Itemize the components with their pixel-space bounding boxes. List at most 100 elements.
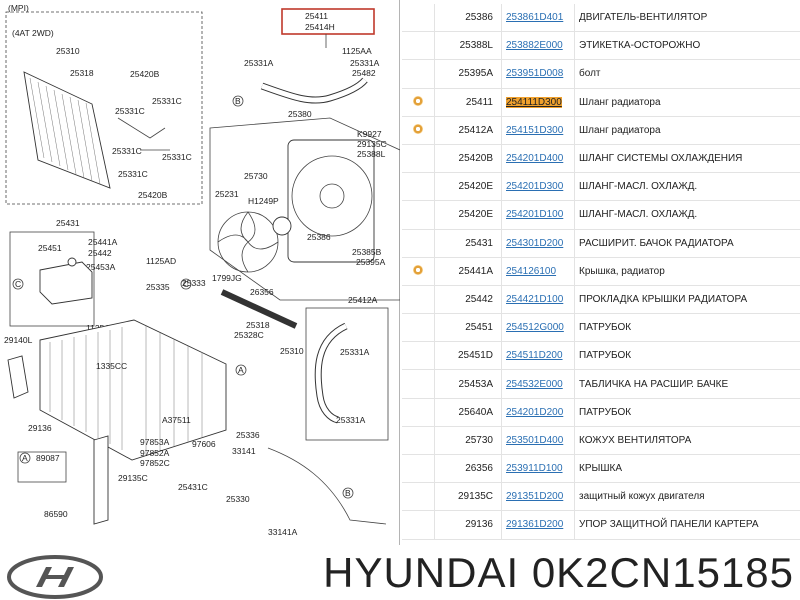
label-33141a: 33141A: [268, 527, 298, 537]
ref-b-bot: [342, 487, 354, 499]
part-code-link[interactable]: 253882E000: [506, 40, 563, 52]
part-number: 25441A: [434, 257, 502, 286]
label-25388l: 25388L: [357, 149, 386, 159]
part-description: ШЛАНГ-МАСЛ. ОХЛАЖД.: [574, 200, 800, 230]
gear-icon: [413, 95, 423, 106]
part-code-link[interactable]: 254111D300: [506, 96, 562, 108]
label-86590: 86590: [44, 509, 68, 519]
label-25380: 25380: [288, 109, 312, 119]
part-description: КОЖУХ ВЕНТИЛЯТОРА: [574, 426, 800, 456]
row-icon-cell: [402, 482, 435, 512]
row-icon-cell: [402, 426, 435, 456]
part-number: 25451D: [434, 341, 502, 371]
part-code-link[interactable]: 254201D300: [506, 181, 564, 193]
part-code-link[interactable]: 253911D100: [506, 463, 563, 475]
part-code-link[interactable]: 254126100: [506, 265, 557, 277]
ref-c-mid: [180, 278, 192, 290]
reservoir-tank: [39, 261, 93, 305]
label-25331c-b: 25331C: [152, 96, 182, 106]
part-code-link[interactable]: 254511D200: [506, 350, 563, 362]
label-25386: 25386: [307, 232, 331, 242]
part-number: 25411: [434, 88, 502, 117]
part-code-link[interactable]: 254532E000: [506, 378, 563, 390]
reservoir-cap: [67, 257, 77, 267]
label-25385b: 25385B: [352, 247, 382, 257]
label-25310-mid: 25310: [280, 346, 304, 356]
part-code-cell: 254511D200: [501, 341, 575, 371]
part-code-link[interactable]: 254301D200: [506, 237, 564, 249]
part-description: КРЫШКА: [574, 454, 800, 484]
part-code-link[interactable]: 291351D200: [506, 491, 564, 503]
label-33141: 33141: [232, 446, 256, 456]
label-97853a: 97853A: [140, 437, 170, 447]
part-code-cell: 254532E000: [501, 369, 575, 399]
row-icon-cell: [402, 369, 435, 399]
label-26356: 26356: [250, 287, 274, 297]
part-code-cell: 253911D100: [501, 454, 575, 484]
part-description: РАСШИРИТ. БАЧОК РАДИАТОРА: [574, 229, 800, 258]
part-code-link[interactable]: 253951D008: [506, 68, 564, 80]
label-25442: 25442: [88, 248, 112, 258]
hose-33141: [267, 447, 387, 525]
label-drive: (4AT 2WD): [12, 28, 54, 38]
part-number: 25730: [434, 426, 502, 456]
row-icon-cell: [402, 116, 435, 145]
guard-29135c: [93, 435, 109, 525]
part-code-link[interactable]: 254512G000: [506, 322, 564, 334]
part-code-link[interactable]: 254421D100: [506, 293, 564, 305]
radiator-main: [39, 319, 227, 461]
part-code-link[interactable]: 291361D200: [506, 519, 564, 531]
row-icon-cell: [402, 313, 435, 343]
part-number: 25420B: [434, 144, 502, 174]
part-code-link[interactable]: 254201D400: [506, 153, 564, 165]
label-25318-top: 25318: [70, 68, 94, 78]
part-code-cell: 291361D200: [501, 510, 575, 540]
label-25431c: 25431C: [178, 482, 208, 492]
label-97852c: 97852C: [140, 458, 170, 468]
part-code-cell: 254512G000: [501, 313, 575, 343]
label-ref-c-mid: C: [183, 279, 189, 289]
part-code-link[interactable]: 253861D401: [506, 12, 564, 24]
label-25310: 25310: [56, 46, 80, 56]
label-25336: 25336: [236, 430, 260, 440]
label-25453a: 25453A: [86, 262, 116, 272]
part-description: защитный кожух двигателя: [574, 482, 800, 512]
part-number: 29135C: [434, 482, 502, 512]
part-code-cell: 254201D400: [501, 144, 575, 174]
row-icon-cell: [402, 200, 435, 230]
part-code-link[interactable]: 253501D400: [506, 434, 564, 446]
row-icon-cell: [402, 341, 435, 371]
part-number: 25388L: [434, 31, 502, 61]
label-25331a-b: 25331A: [350, 58, 380, 68]
part-code-link[interactable]: 254151D300: [506, 124, 564, 136]
label-h1249p: H1249P: [248, 196, 279, 206]
oil-cooler-hoses: [117, 117, 170, 151]
part-description: ШЛАНГ СИСТЕМЫ ОХЛАЖДЕНИЯ: [574, 144, 800, 174]
label-1799jg: 1799JG: [212, 273, 242, 283]
part-code-cell: 253882E000: [501, 31, 575, 61]
part-code-link[interactable]: 254201D100: [506, 209, 564, 221]
part-code-link[interactable]: 254201D200: [506, 406, 564, 418]
part-description: УПОР ЗАЩИТНОЙ ПАНЕЛИ КАРТЕРА: [574, 510, 800, 540]
part-code-cell: 253501D400: [501, 426, 575, 456]
label-25414h: 25414H: [305, 22, 335, 32]
part-description: ПРОКЛАДКА КРЫШКИ РАДИАТОРА: [574, 285, 800, 315]
part-number: 25451: [434, 313, 502, 343]
label-25441a: 25441A: [88, 237, 118, 247]
label-25331c-a: 25331C: [115, 106, 145, 116]
label-25482: 25482: [352, 68, 376, 78]
top-cover-26356: [220, 289, 298, 329]
label-25420b-top: 25420B: [130, 69, 160, 79]
label-25412a: 25412A: [348, 295, 378, 305]
part-description: болт: [574, 59, 800, 89]
